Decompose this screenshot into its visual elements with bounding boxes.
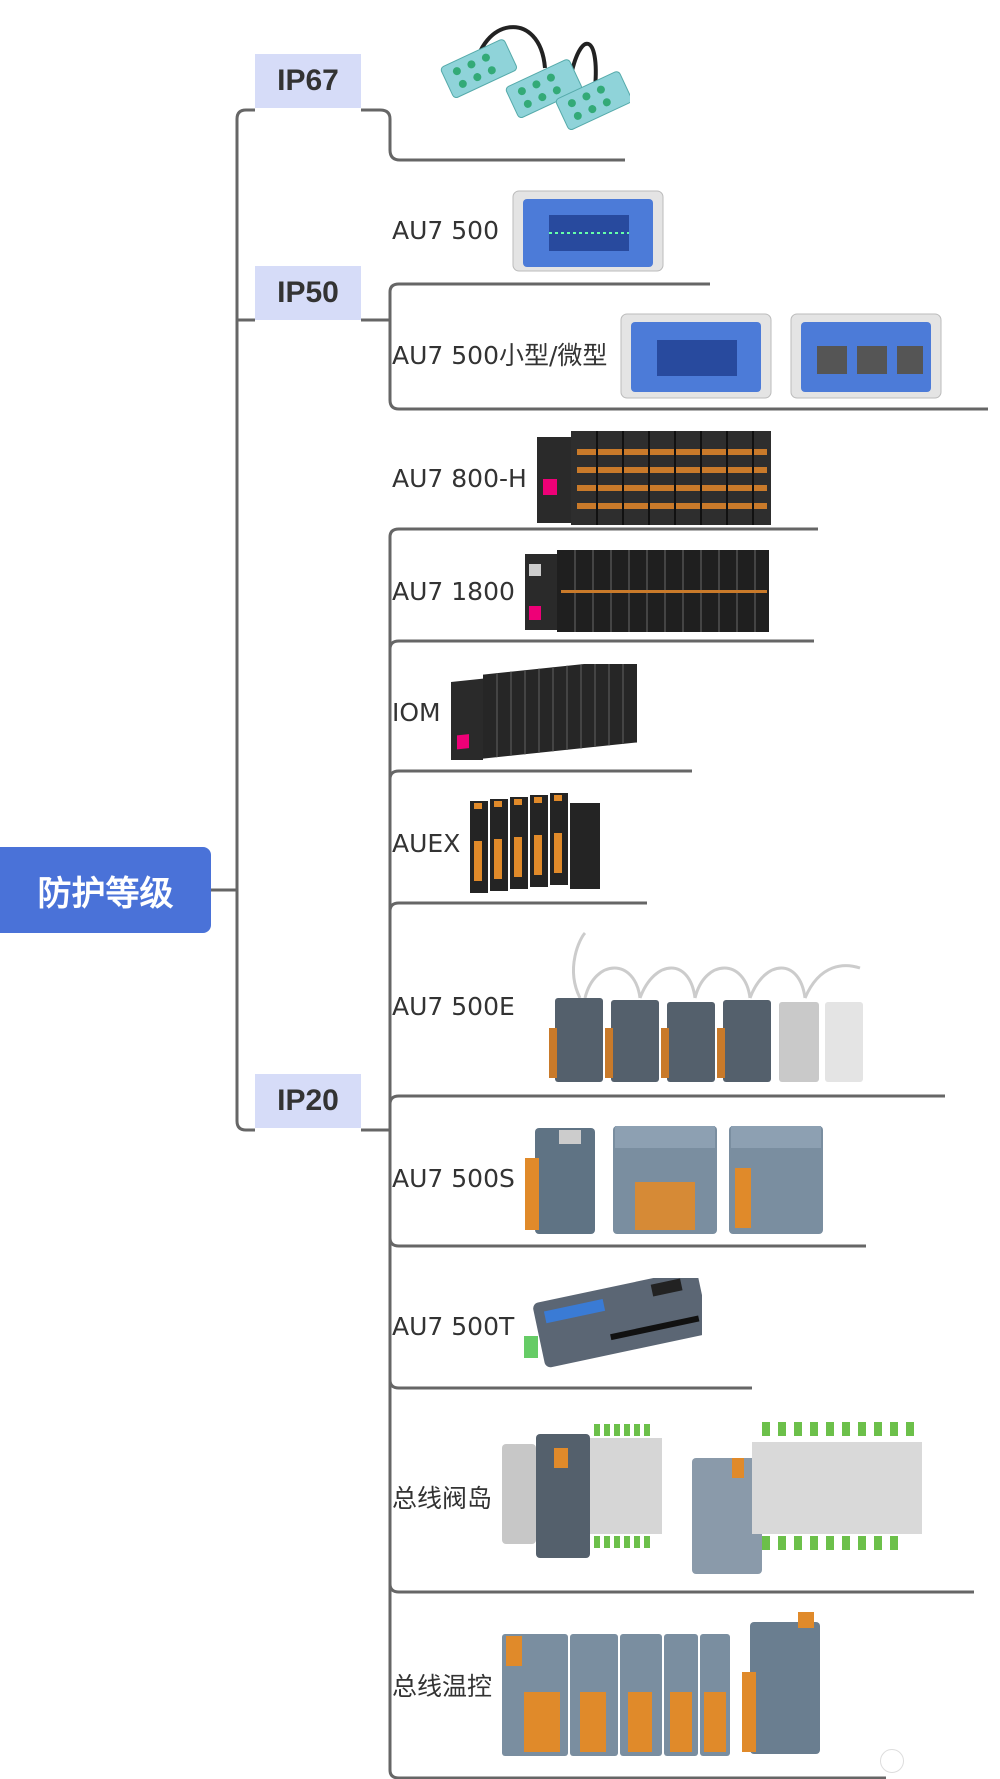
blue-enclosure-image bbox=[512, 190, 664, 272]
level-node-ip50: IP50 bbox=[255, 266, 361, 320]
blue-enclosure-pair-image bbox=[620, 313, 942, 399]
leaf-label: AU7 500 bbox=[392, 215, 499, 245]
leaf-au7-500e: AU7 500E bbox=[392, 928, 865, 1084]
level-label: IP50 bbox=[277, 276, 339, 309]
level-label: IP67 bbox=[277, 64, 339, 97]
ethernet-io-modules-image bbox=[548, 931, 863, 1082]
leaf-iom: IOM bbox=[392, 664, 641, 760]
leaf-label: AU7 800-H bbox=[392, 463, 527, 493]
level-label: IP20 bbox=[277, 1084, 339, 1117]
temperature-control-modules-image bbox=[502, 1612, 821, 1756]
leaf-bus-temperature-control: 总线温控 bbox=[392, 1612, 822, 1758]
compact-io-rail-image bbox=[450, 664, 637, 760]
leaf-auex: AUEX bbox=[392, 790, 602, 896]
leaf-label: 总线阀岛 bbox=[392, 1484, 493, 1513]
leaf-label: AU7 500E bbox=[392, 991, 515, 1021]
leaf-label: AUEX bbox=[392, 828, 461, 858]
grey-io-blocks-image bbox=[524, 1126, 823, 1234]
valve-island-pair-image bbox=[502, 1422, 923, 1574]
leaf-ip67-devices bbox=[420, 8, 630, 146]
leaf-label: AU7 500小型/微型 bbox=[392, 341, 608, 370]
leaf-label: AU7 1800 bbox=[392, 576, 515, 606]
leaf-au7-500: AU7 500 bbox=[392, 184, 669, 276]
orange-terminal-rail-image bbox=[536, 431, 771, 525]
root-node: 防护等级 bbox=[0, 847, 211, 933]
black-slim-rail-image bbox=[524, 550, 769, 632]
leaf-au7-800h: AU7 800-H bbox=[392, 430, 773, 526]
level-node-ip20: IP20 bbox=[255, 1074, 361, 1128]
leaf-label: 总线温控 bbox=[392, 1672, 493, 1701]
watermark-icon bbox=[880, 1749, 904, 1773]
leaf-au7-1800: AU7 1800 bbox=[392, 550, 771, 632]
m12-io-modules-image bbox=[440, 25, 630, 130]
leaf-au7-500s: AU7 500S bbox=[392, 1118, 825, 1238]
leaf-label: IOM bbox=[392, 697, 441, 727]
leaf-au7-500-small: AU7 500小型/微型 bbox=[392, 306, 947, 402]
root-label: 防护等级 bbox=[37, 873, 174, 914]
leaf-label: AU7 500T bbox=[392, 1311, 515, 1341]
leaf-bus-valve-island: 总线阀岛 bbox=[392, 1418, 932, 1576]
expansion-modules-image bbox=[470, 793, 601, 893]
leaf-au7-500t: AU7 500T bbox=[392, 1278, 703, 1374]
flat-gateway-image bbox=[524, 1278, 703, 1368]
level-node-ip67: IP67 bbox=[255, 54, 361, 108]
leaf-label: AU7 500S bbox=[392, 1163, 515, 1193]
